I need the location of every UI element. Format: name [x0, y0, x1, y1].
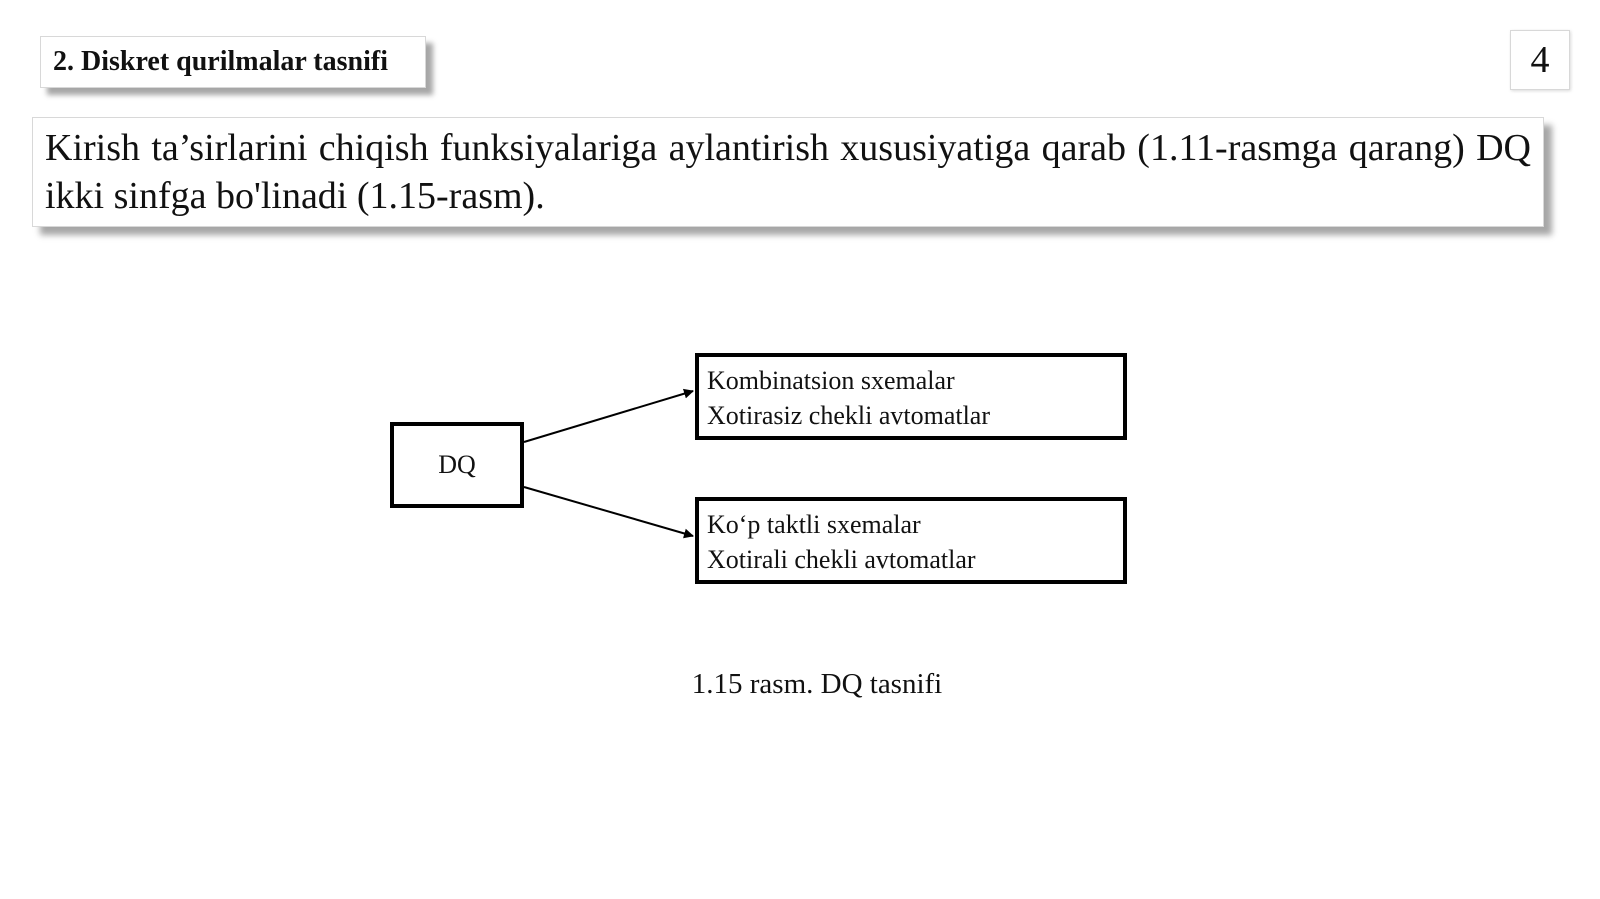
section-title: 2. Diskret qurilmalar tasnifi: [53, 46, 388, 77]
combinational-class-node: Kombinatsion sxemalar Xotirasiz chekli a…: [695, 353, 1127, 440]
arrow-to-combinational: [523, 388, 694, 443]
dq-node: DQ: [390, 422, 524, 508]
combinational-class-line2: Xotirasiz chekli avtomatlar: [707, 401, 991, 430]
sequential-class-node: Ko‘p taktli sxemalar Xotirali chekli avt…: [695, 497, 1127, 584]
sequential-class-line1: Ko‘p taktli sxemalar: [707, 510, 921, 539]
page-number: 4: [1530, 39, 1550, 81]
section-title-box: 2. Diskret qurilmalar tasnifi: [40, 36, 426, 88]
dq-node-label: DQ: [438, 450, 476, 479]
combinational-class-line1: Kombinatsion sxemalar: [707, 366, 955, 395]
intro-text-box: Kirish ta’sirlarini chiqish funksiyalari…: [32, 117, 1544, 227]
sequential-class-line2: Xotirali chekli avtomatlar: [707, 545, 976, 574]
page-number-box: 4: [1510, 30, 1570, 90]
figure-caption: 1.15 rasm. DQ tasnifi: [691, 668, 943, 700]
intro-text: Kirish ta’sirlarini chiqish funksiyalari…: [45, 127, 1531, 217]
arrow-to-sequential: [523, 486, 694, 539]
